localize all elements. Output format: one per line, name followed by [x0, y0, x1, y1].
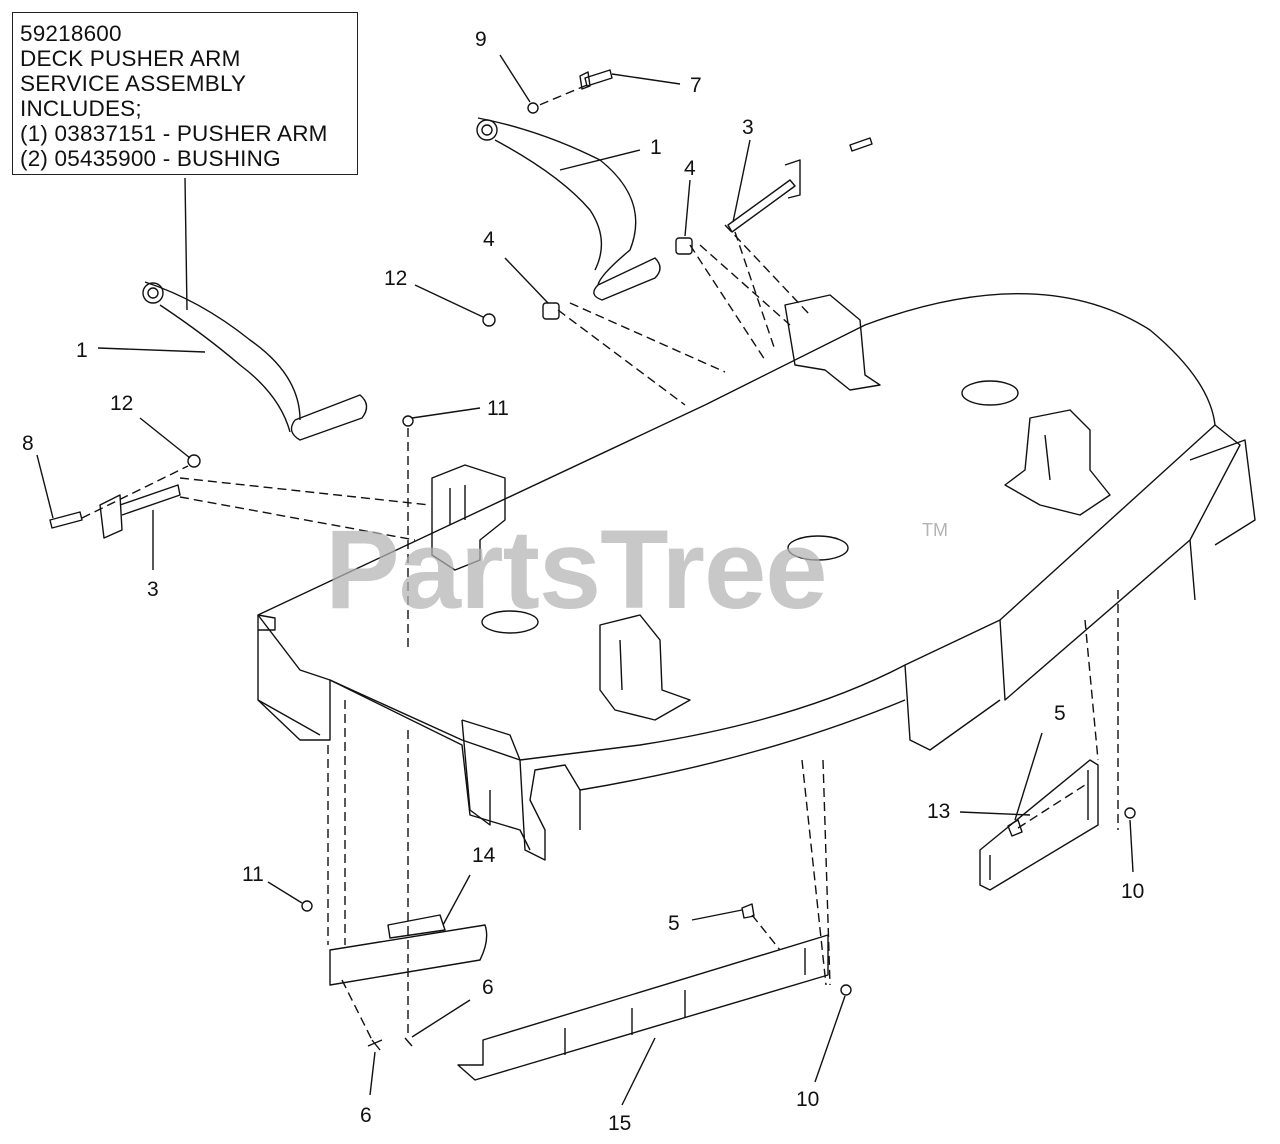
nut-12b: [187, 454, 201, 468]
note-line: (1) 03837151 - PUSHER ARM: [20, 121, 328, 146]
nut-10b: [840, 984, 852, 996]
nut-10a: [1124, 807, 1136, 819]
note-line: DECK PUSHER ARM: [20, 46, 241, 71]
callout-6-left: 6: [360, 1104, 372, 1127]
note-line: (2) 05435900 - BUSHING: [20, 146, 281, 171]
pin-upper: [727, 159, 801, 233]
callout-8: 8: [22, 432, 34, 455]
deck-bracket-right: [1004, 409, 1111, 516]
note-line: SERVICE ASSEMBLY: [20, 71, 247, 96]
callout-4-lower: 4: [483, 228, 495, 251]
callout-4-upper: 4: [684, 157, 696, 180]
callout-11-lower: 11: [242, 863, 264, 886]
callout-6-right: 6: [482, 976, 494, 999]
callout-5-lower: 5: [668, 912, 680, 935]
callout-12-left: 12: [110, 392, 133, 415]
note-line: INCLUDES;: [20, 96, 142, 121]
bolt-8: [49, 511, 83, 529]
callout-5-right: 5: [1054, 702, 1066, 725]
assembly-lines: [81, 84, 1119, 1041]
bolt-upper-right: [849, 137, 873, 152]
callout-14: 14: [472, 844, 496, 867]
bushing-lower: [542, 302, 560, 320]
leader-lines: [36, 54, 1134, 1106]
bolt-7: [579, 69, 613, 90]
pusher-arm-upper: [476, 117, 661, 301]
callout-11-upper: 11: [487, 397, 509, 420]
deck-bracket-rear-left: [431, 464, 506, 571]
callout-labels: 9 7 1 3 4 4 12 1 12 11 8 3 5 13 10 11 14…: [22, 28, 1144, 1135]
nut-11a: [402, 415, 414, 427]
screw-6a: [367, 1039, 383, 1051]
plate-14: [329, 914, 488, 986]
screw-6b: [404, 1037, 413, 1047]
nut-12a: [482, 313, 496, 327]
bushing-upper: [675, 237, 693, 255]
callout-7: 7: [690, 74, 702, 97]
plate-15: [457, 934, 829, 1081]
note-line: 59218600: [20, 21, 122, 46]
service-assembly-note: 59218600 DECK PUSHER ARM SERVICE ASSEMBL…: [12, 12, 358, 175]
screw-5b: [741, 903, 755, 919]
deck-bracket-front: [599, 614, 691, 721]
callout-13: 13: [927, 800, 950, 823]
callout-15: 15: [608, 1112, 631, 1135]
screw-5a: [1007, 819, 1023, 837]
deck-bracket-rear-right: [784, 294, 881, 391]
callout-10-lower: 10: [796, 1088, 819, 1111]
callout-12-upper: 12: [384, 267, 407, 290]
pin-left: [99, 484, 181, 539]
callout-1-left: 1: [76, 339, 88, 362]
plate-13: [979, 759, 1099, 891]
callout-3-left: 3: [147, 578, 159, 601]
callout-10-right: 10: [1121, 880, 1144, 903]
pusher-arm-assembly: [142, 281, 368, 441]
callout-9: 9: [475, 28, 487, 51]
trademark-mark: TM: [922, 520, 948, 540]
callout-3-upper: 3: [742, 116, 754, 139]
nut-11b: [301, 900, 313, 912]
nut-9: [527, 102, 539, 114]
callout-1-upper: 1: [650, 136, 662, 159]
deck-shell: [257, 293, 1256, 861]
